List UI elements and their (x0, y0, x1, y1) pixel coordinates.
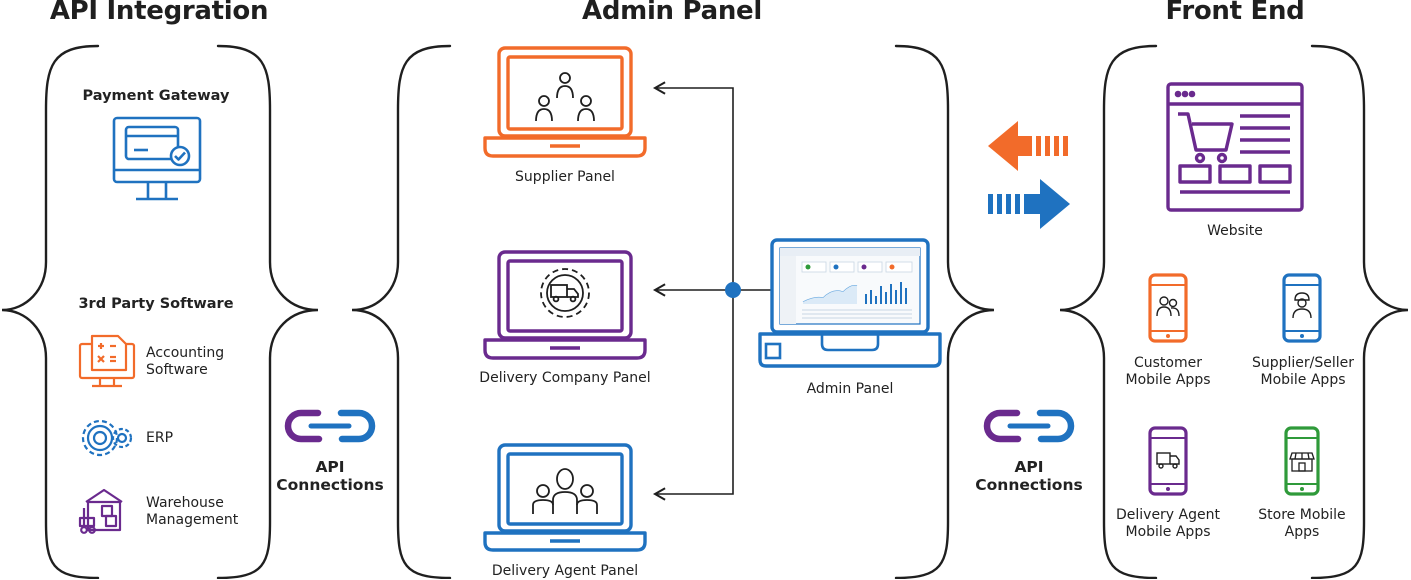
delivery-company-panel-label: Delivery Company Panel (479, 370, 651, 386)
left-brace-section-1 (1, 44, 100, 579)
people-hierarchy-icon (535, 72, 595, 122)
striped-arrow-right-icon (988, 179, 1070, 229)
supplier-seller-label-line1: Supplier/Seller (1251, 355, 1355, 371)
heading-api-integration: API Integration (49, 0, 269, 26)
admin-panel-label: Admin Panel (806, 381, 894, 397)
laptop-dashboard-icon (758, 238, 942, 368)
delivery-agent-panel-label: Delivery Agent Panel (491, 563, 639, 579)
warehouse-label-line1: Warehouse (146, 495, 224, 511)
gear-truck-icon (540, 268, 590, 318)
store-mobile-apps-label: Store Mobile Apps (1245, 507, 1359, 541)
laptop-team-icon (483, 443, 647, 552)
team-people-icon (532, 468, 598, 514)
heading-front-end: Front End (1165, 0, 1305, 26)
gears-icon (81, 419, 133, 457)
phone-worker-icon (1282, 273, 1322, 343)
api-connections-right-label: API Connections (969, 458, 1089, 494)
striped-arrow-left-icon (988, 121, 1068, 171)
left-brace-section-3 (1059, 44, 1158, 579)
monitor-credit-card-icon (112, 116, 202, 201)
delivery-agent-mobile-apps-label: Delivery Agent Mobile Apps (1103, 507, 1233, 541)
chain-link-icon-left (284, 409, 376, 443)
erp-label: ERP (146, 430, 174, 446)
api-connections-right-line1: API (1014, 458, 1044, 476)
payment-gateway-title: Payment Gateway (82, 88, 230, 104)
customer-label-line2: Mobile Apps (1125, 372, 1211, 388)
phone-truck-icon (1148, 426, 1188, 496)
phone-users-icon (1148, 273, 1188, 343)
customer-label-line1: Customer (1133, 355, 1202, 371)
right-brace-section-1 (216, 44, 319, 579)
store-label-line2: Apps (1284, 524, 1320, 540)
store-label-line1: Store Mobile (1258, 507, 1346, 523)
chain-link-icon-right (983, 409, 1075, 443)
website-label: Website (1207, 223, 1263, 239)
browser-cart-icon (1166, 82, 1304, 212)
accounting-label-line1: Accounting (146, 345, 225, 361)
monitor-calculator-icon (78, 334, 136, 388)
third-party-software-title: 3rd Party Software (78, 296, 234, 312)
laptop-gear-truck-icon (483, 250, 647, 360)
warehouse-label-line2: Management (146, 512, 239, 528)
connector-lines (652, 81, 772, 501)
accounting-label-line2: Software (146, 362, 208, 378)
api-connections-right-line2: Connections (975, 476, 1083, 494)
warehouse-management-label: Warehouse Management (146, 495, 238, 529)
supplier-seller-mobile-apps-label: Supplier/Seller Mobile Apps (1238, 355, 1368, 389)
left-brace-section-2 (351, 44, 452, 579)
right-brace-section-3 (1310, 44, 1409, 579)
laptop-people-icon (483, 46, 647, 158)
api-connections-left-line1: API (315, 458, 345, 476)
customer-mobile-apps-label: Customer Mobile Apps (1108, 355, 1228, 389)
connector-junction-dot (725, 282, 741, 298)
accounting-software-label: Accounting Software (146, 345, 224, 379)
supplier-panel-label: Supplier Panel (515, 169, 615, 185)
heading-admin-panel: Admin Panel (582, 0, 762, 26)
right-brace-section-2 (894, 44, 995, 579)
supplier-seller-label-line2: Mobile Apps (1260, 372, 1346, 388)
delivery-agent-label-line2: Mobile Apps (1125, 524, 1211, 540)
api-connections-left-label: API Connections (270, 458, 390, 494)
api-connections-left-line2: Connections (276, 476, 384, 494)
forklift-warehouse-icon (78, 488, 123, 534)
delivery-agent-label-line1: Delivery Agent (1115, 507, 1220, 523)
phone-store-icon (1284, 426, 1320, 496)
